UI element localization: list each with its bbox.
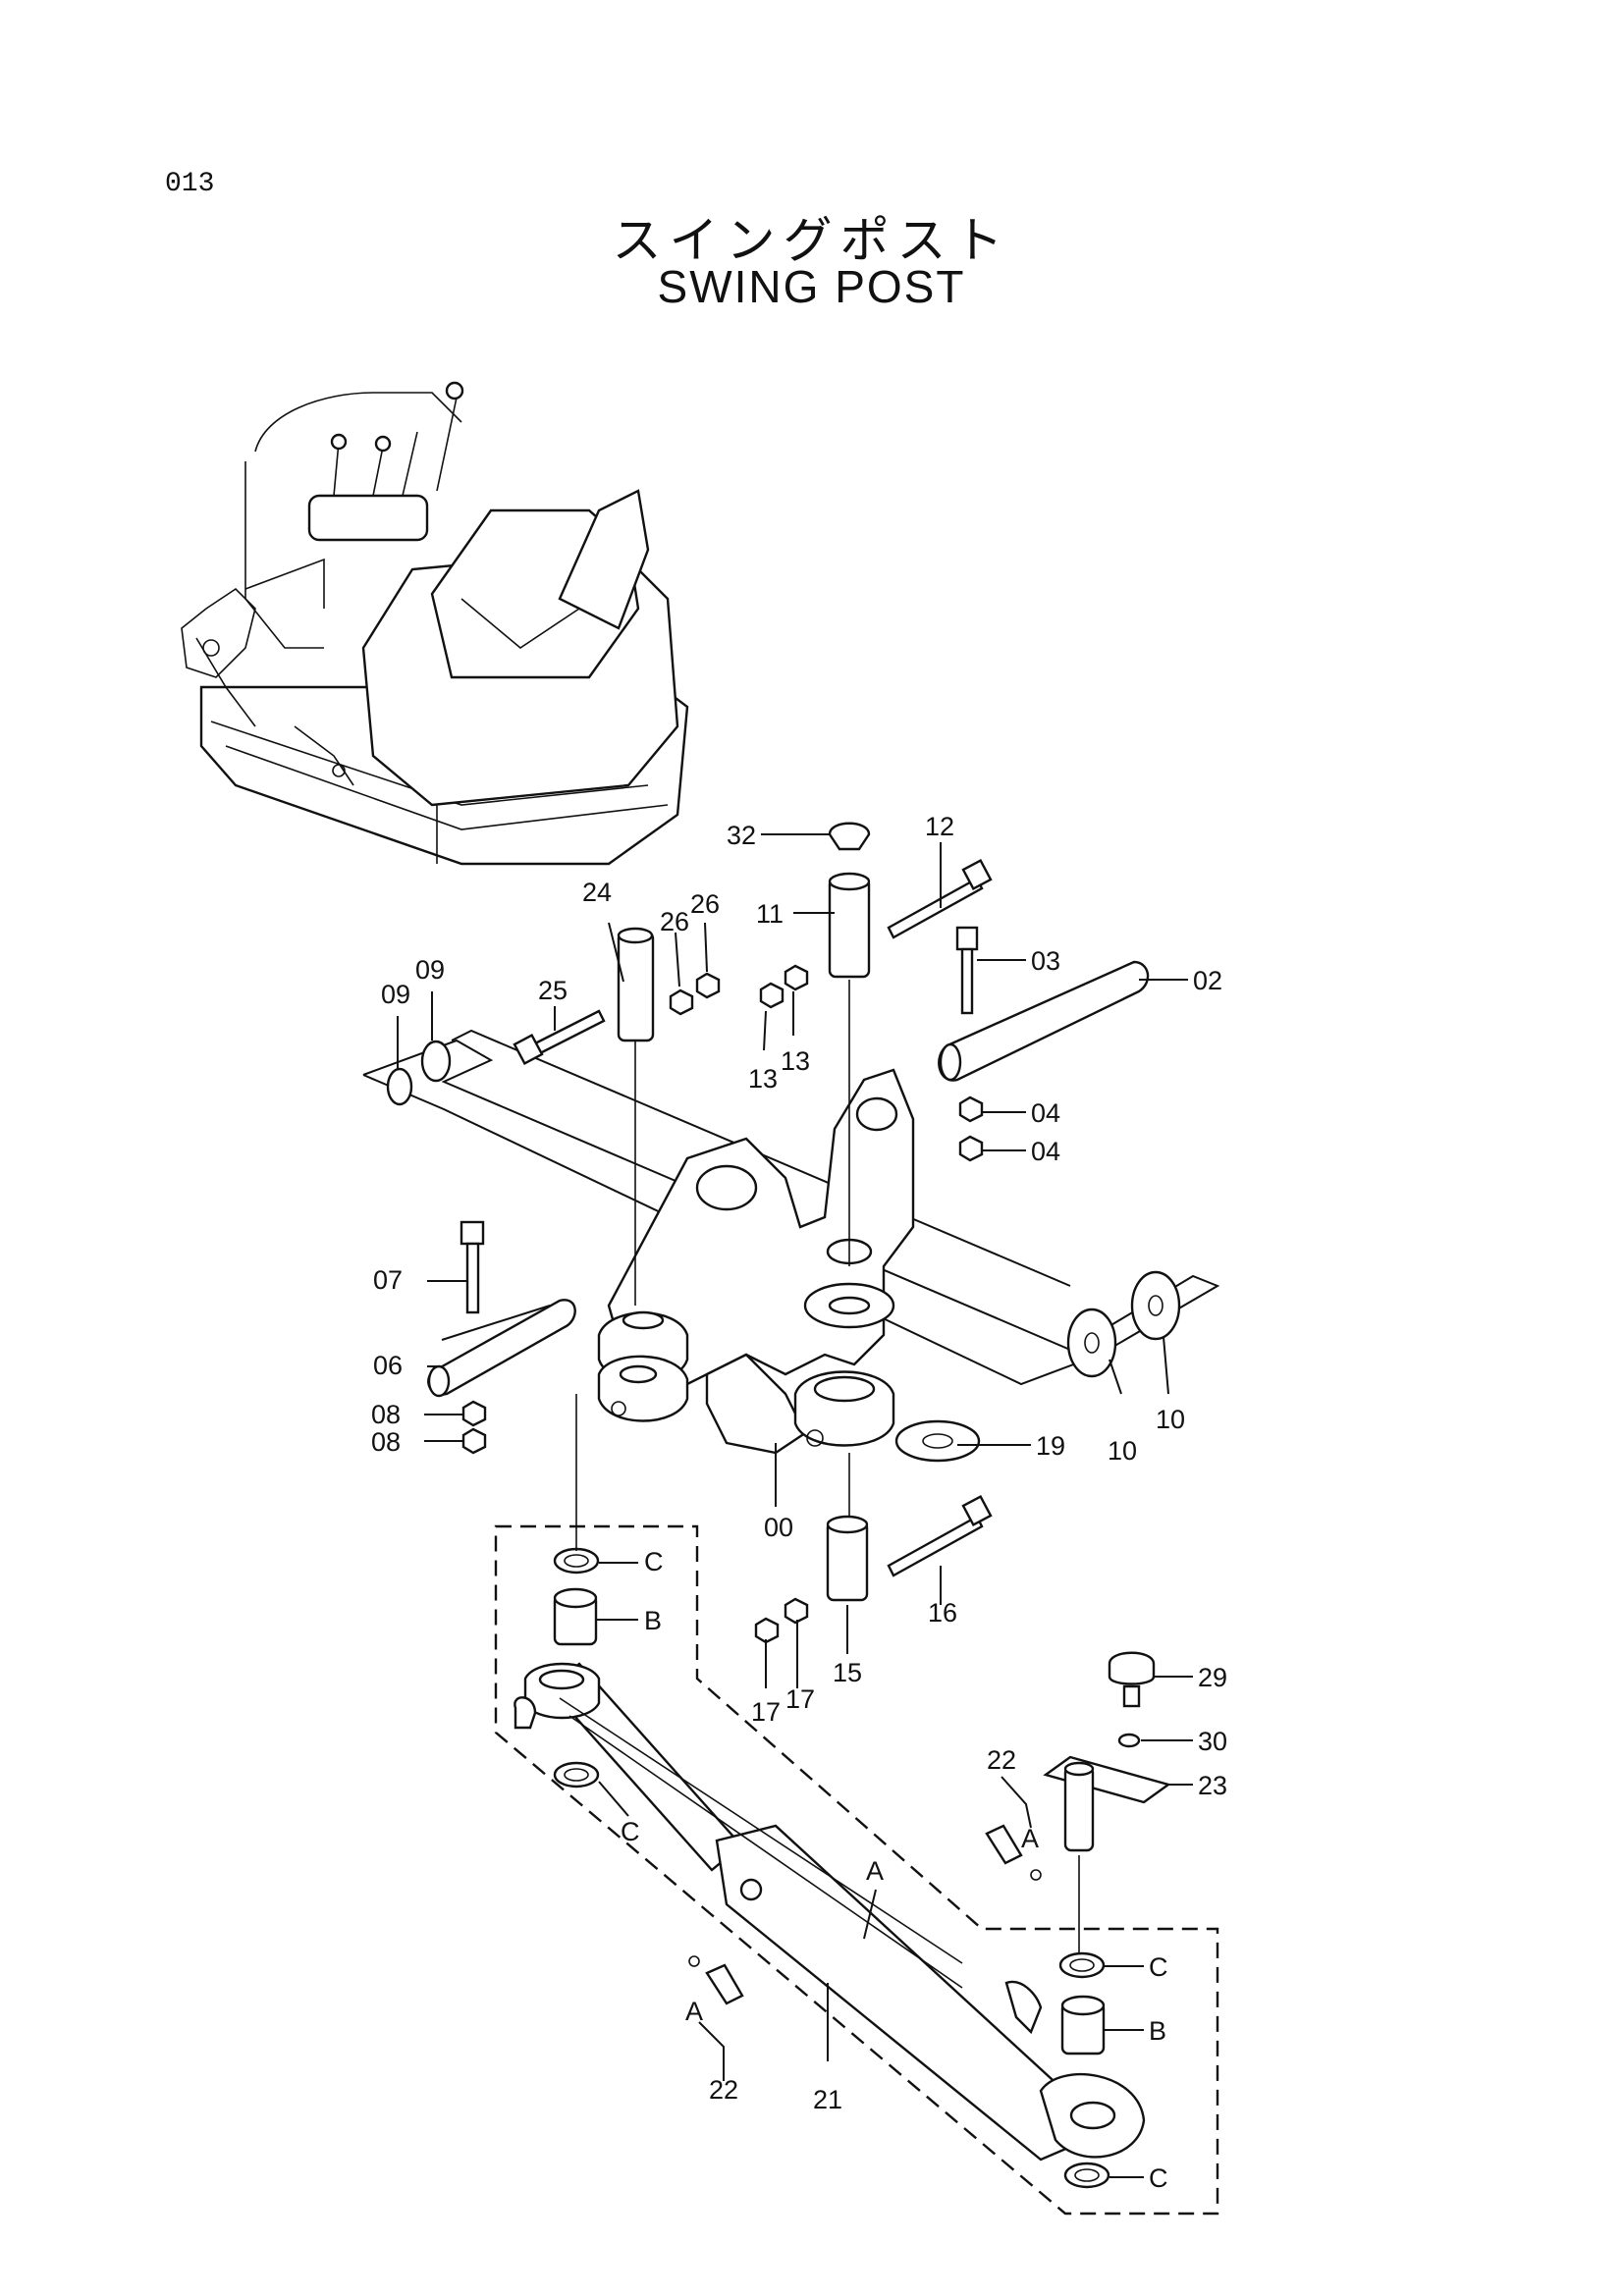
callout-labels: 00 02 03 04 04 06 07 08 08 09 09 10 10 1… xyxy=(371,812,1227,2193)
ref-c-right: C xyxy=(1149,1952,1168,1982)
callout-12: 12 xyxy=(925,812,954,841)
ref-c-mid-left: C xyxy=(621,1817,640,1846)
callout-22-lower: 22 xyxy=(709,2075,738,2105)
ref-b-right: B xyxy=(1149,2016,1166,2046)
alignment-axes xyxy=(575,980,1080,1953)
leader-lines xyxy=(397,833,1193,2178)
callout-15: 15 xyxy=(833,1658,862,1687)
hardware-parts xyxy=(386,822,1181,2005)
callout-23: 23 xyxy=(1198,1771,1227,1800)
callout-02: 02 xyxy=(1193,966,1222,995)
callout-29: 29 xyxy=(1198,1663,1227,1692)
callout-04-lower: 04 xyxy=(1031,1137,1060,1166)
callout-10-right: 10 xyxy=(1156,1405,1185,1434)
callout-03: 03 xyxy=(1031,946,1060,976)
callout-17-right: 17 xyxy=(785,1684,815,1714)
callout-09-right: 09 xyxy=(415,955,445,985)
callout-08-upper: 08 xyxy=(371,1400,401,1429)
swing-cylinder xyxy=(514,1662,1146,2162)
callout-09-left: 09 xyxy=(381,980,410,1009)
callout-07: 07 xyxy=(373,1265,403,1295)
callout-22-upper: 22 xyxy=(987,1745,1016,1775)
callout-13-left: 13 xyxy=(748,1064,778,1094)
callout-26-right: 26 xyxy=(690,889,720,919)
title-english: SWING POST xyxy=(657,261,966,312)
page-code: 013 xyxy=(165,169,215,199)
callout-30: 30 xyxy=(1198,1727,1227,1756)
callout-25: 25 xyxy=(538,976,568,1005)
callout-00: 00 xyxy=(764,1513,793,1542)
callout-11: 11 xyxy=(756,899,784,929)
ref-a-cylinder: A xyxy=(866,1856,884,1886)
callout-24: 24 xyxy=(582,878,612,907)
ref-c-top-left: C xyxy=(644,1547,664,1576)
callout-26-left: 26 xyxy=(660,907,689,936)
swing-post-bracket xyxy=(597,1068,915,1455)
callout-21: 21 xyxy=(813,2085,842,2114)
seal-kit-boundary xyxy=(494,1524,1219,2216)
machine-overview-illustration xyxy=(181,381,689,866)
callout-13-right: 13 xyxy=(781,1046,810,1076)
callout-06: 06 xyxy=(373,1351,403,1380)
ref-a-lower: A xyxy=(685,1997,703,2026)
callout-17-left: 17 xyxy=(751,1697,781,1727)
callout-10-left: 10 xyxy=(1108,1436,1137,1466)
ref-b-left: B xyxy=(644,1606,662,1635)
ref-c-bottom: C xyxy=(1149,2163,1168,2193)
callout-19: 19 xyxy=(1036,1431,1065,1461)
callout-16: 16 xyxy=(928,1598,957,1628)
seal-kit-parts xyxy=(553,1547,1110,2189)
title-japanese: スイングポスト xyxy=(612,212,1011,269)
callout-32: 32 xyxy=(727,821,756,850)
ref-a-upper: A xyxy=(1021,1824,1039,1853)
callout-04-upper: 04 xyxy=(1031,1098,1060,1128)
callout-08-lower: 08 xyxy=(371,1427,401,1457)
